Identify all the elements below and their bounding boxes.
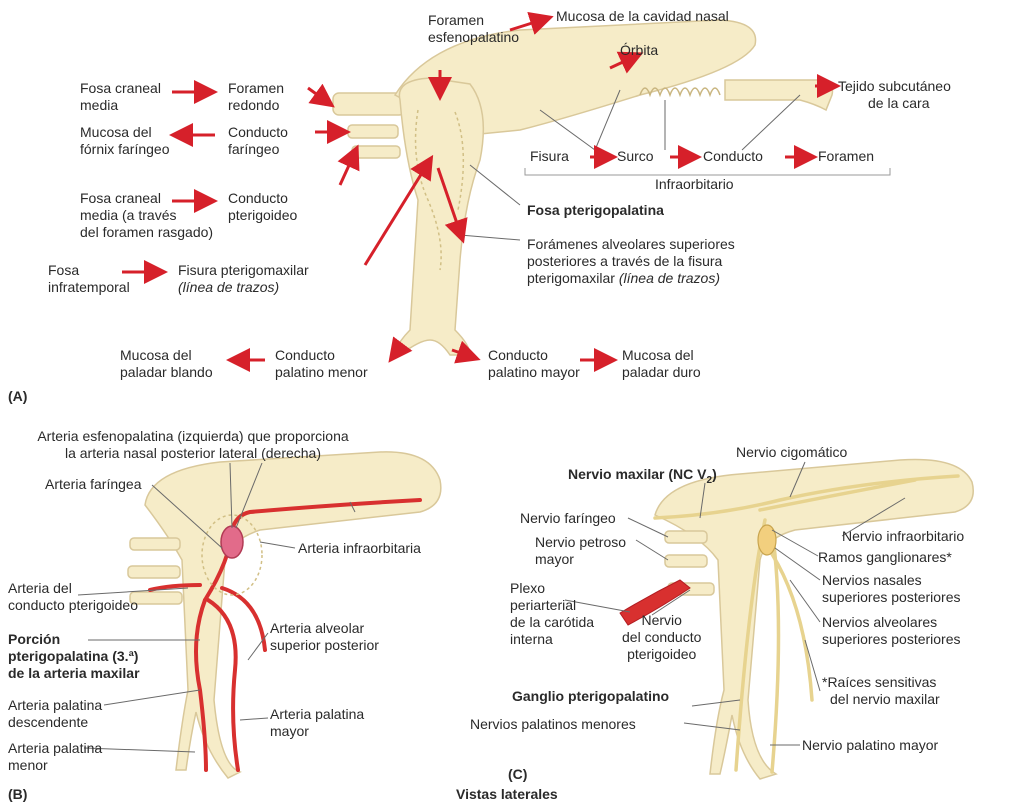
label-fosa-craneal-media: Fosa craneal media — [80, 80, 161, 114]
label-ramos-ganglionares: Ramos ganglionares* — [818, 549, 952, 566]
label-nervio-infraorbitario: Nervio infraorbitario — [842, 528, 964, 545]
label-plexo: Plexo periarterial de la carótida intern… — [510, 580, 594, 648]
label-conducto: Conducto — [703, 148, 763, 165]
panel-c-tag: (C) — [508, 766, 527, 782]
label-nervios-alveolares: Nervios alveolares superiores posteriore… — [822, 614, 961, 648]
label-fosa-craneal-media-2: Fosa craneal media (a través del foramen… — [80, 190, 213, 241]
panel-a-bone — [333, 20, 833, 355]
label-arteria-faringea: Arteria faríngea — [45, 476, 142, 493]
label-porcion-pterigopalatina: Porción pterigopalatina (3.ª) de la arte… — [8, 631, 140, 682]
label-nervio-conducto-pterigoideo: Nervio del conducto pterigoideo — [622, 612, 701, 663]
label-arteria-alveolar: Arteria alveolar superior posterior — [270, 620, 379, 654]
label-vistas-laterales: Vistas laterales — [456, 786, 558, 802]
label-nervio-cigomatico: Nervio cigomático — [736, 444, 847, 461]
label-arteria-palatina-mayor: Arteria palatina mayor — [270, 706, 364, 740]
label-foramenes-alveolares: Forámenes alveolares superiores posterio… — [527, 236, 735, 287]
label-orbita: Órbita — [620, 42, 658, 59]
label-conducto-faringeo: Conducto faríngeo — [228, 124, 288, 158]
label-foramen: Foramen — [818, 148, 874, 165]
panel-c-ganglion — [758, 525, 776, 555]
label-arteria-palatina-descendente: Arteria palatina descendente — [8, 697, 102, 731]
label-arteria-esfenopalatina: Arteria esfenopalatina (izquierda) que p… — [8, 428, 378, 462]
label-fisura-pterigomaxilar: Fisura pterigomaxilar (línea de trazos) — [178, 262, 309, 296]
label-nervios-nasales: Nervios nasales superiores posteriores — [822, 572, 961, 606]
label-nervio-maxilar: Nervio maxilar (NC V2) — [568, 466, 717, 489]
label-arteria-palatina-menor: Arteria palatina menor — [8, 740, 102, 774]
label-tejido-subcutaneo: Tejido subcutáneo de la cara — [838, 78, 951, 112]
panel-b-tag: (B) — [8, 786, 27, 802]
label-arteria-infraorbitaria: Arteria infraorbitaria — [298, 540, 421, 557]
label-foramen-redondo: Foramen redondo — [228, 80, 284, 114]
label-nervio-faringeo: Nervio faríngeo — [520, 510, 616, 527]
label-conducto-palatino-mayor: Conducto palatino mayor — [488, 347, 580, 381]
label-infraorbitario: Infraorbitario — [655, 176, 734, 193]
label-nervio-petroso: Nervio petroso mayor — [535, 534, 626, 568]
label-surco: Surco — [617, 148, 654, 165]
label-mucosa-cavidad-nasal: Mucosa de la cavidad nasal — [556, 8, 729, 25]
label-conducto-pterigoideo: Conducto pterigoideo — [228, 190, 297, 224]
label-mucosa-paladar-duro: Mucosa del paladar duro — [622, 347, 701, 381]
label-fisura: Fisura — [530, 148, 569, 165]
panel-b-sphenopalatine — [221, 526, 243, 558]
label-nervio-palatino-mayor: Nervio palatino mayor — [802, 737, 938, 754]
label-fosa-pterigopalatina: Fosa pterigopalatina — [527, 202, 664, 219]
label-arteria-conducto-pterigoideo: Arteria del conducto pterigoideo — [8, 580, 138, 614]
label-mucosa-fornix: Mucosa del fórnix faríngeo — [80, 124, 170, 158]
label-fosa-infratemporal: Fosa infratemporal — [48, 262, 130, 296]
label-mucosa-paladar-blando: Mucosa del paladar blando — [120, 347, 213, 381]
label-conducto-palatino-menor: Conducto palatino menor — [275, 347, 368, 381]
label-foramen-esfenopalatino: Foramen esfenopalatino — [428, 12, 519, 46]
label-raices-sensitivas: *Raíces sensitivas del nervio maxilar — [822, 674, 940, 708]
panel-a-tag: (A) — [8, 388, 27, 404]
label-nervios-palatinos-menores: Nervios palatinos menores — [470, 716, 636, 733]
label-ganglio-pterigopalatino: Ganglio pterigopalatino — [512, 688, 669, 705]
